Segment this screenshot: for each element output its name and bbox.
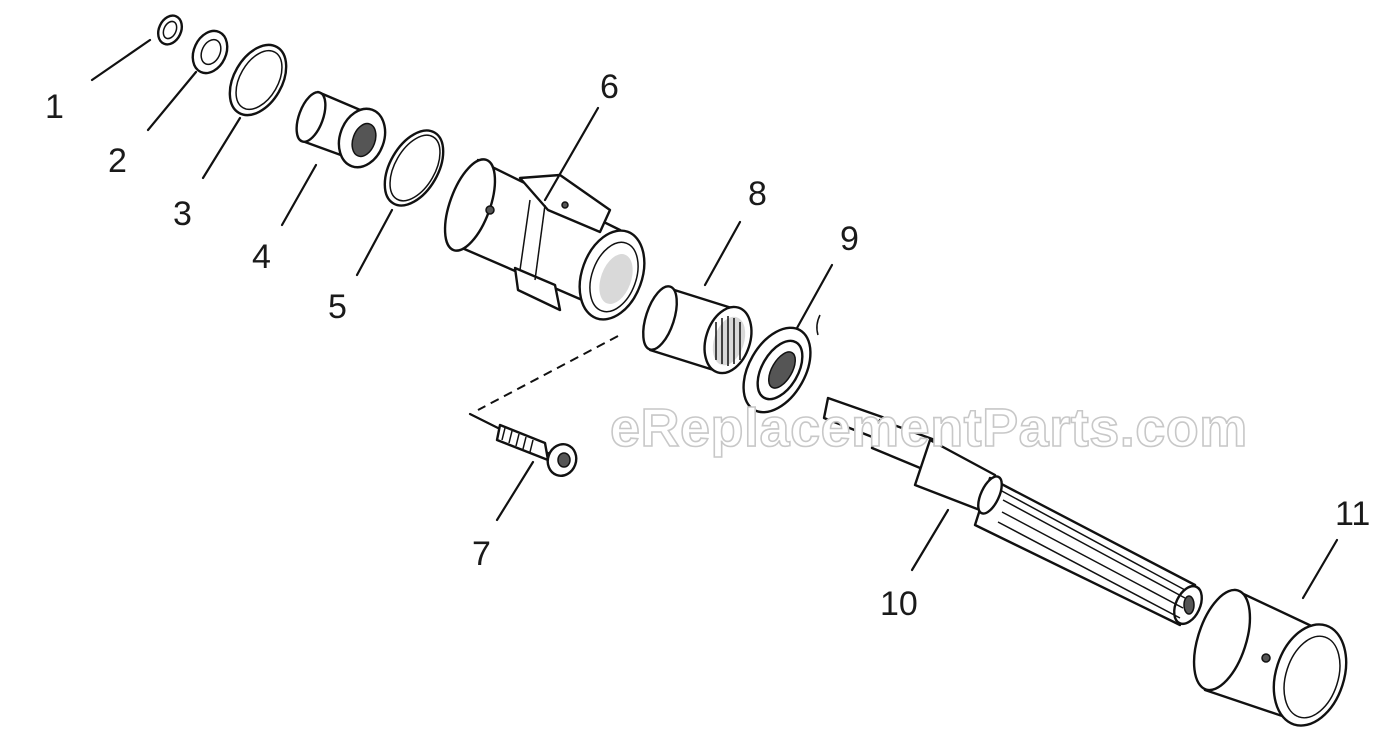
- watermark: eReplacementParts.com: [610, 398, 1248, 458]
- part-3-retaining-ring: [228, 43, 288, 117]
- leader-11: [1301, 538, 1339, 600]
- label-11: 11: [1335, 495, 1370, 533]
- part-9-seal: [742, 314, 821, 414]
- leader-8: [703, 220, 742, 287]
- label-6: 6: [600, 68, 619, 106]
- leader-9: [795, 263, 834, 330]
- leader-5: [355, 208, 394, 277]
- label-9: 9: [840, 220, 859, 258]
- leader-3: [201, 116, 242, 180]
- leader-1: [90, 38, 152, 82]
- part-7-screw: [468, 412, 578, 477]
- label-8: 8: [748, 175, 767, 213]
- part-8-needle-bearing: [642, 285, 753, 375]
- label-7: 7: [472, 535, 491, 573]
- part-2-washer: [191, 29, 229, 75]
- part-5-o-ring: [383, 129, 445, 207]
- leader-4: [280, 163, 318, 227]
- part-6-housing: [443, 158, 646, 321]
- label-5: 5: [328, 288, 347, 326]
- part-1-snap-ring: [156, 14, 184, 46]
- leader-2: [146, 70, 198, 132]
- label-3: 3: [173, 195, 192, 233]
- part-10-shaft: [822, 396, 1203, 627]
- dashed-leader: [477, 335, 619, 411]
- leader-6: [543, 106, 600, 202]
- part-11-sleeve: [1192, 588, 1348, 727]
- label-1: 1: [45, 88, 64, 126]
- part-labels: 1 2 3 4 5 6 7 8 9 10 11: [45, 68, 1370, 623]
- leader-7: [495, 460, 535, 522]
- label-2: 2: [108, 142, 127, 180]
- label-10: 10: [880, 585, 918, 623]
- leader-lines: [90, 38, 1339, 600]
- leader-10: [910, 508, 950, 572]
- part-4-bushing: [295, 90, 387, 169]
- label-4: 4: [252, 238, 271, 276]
